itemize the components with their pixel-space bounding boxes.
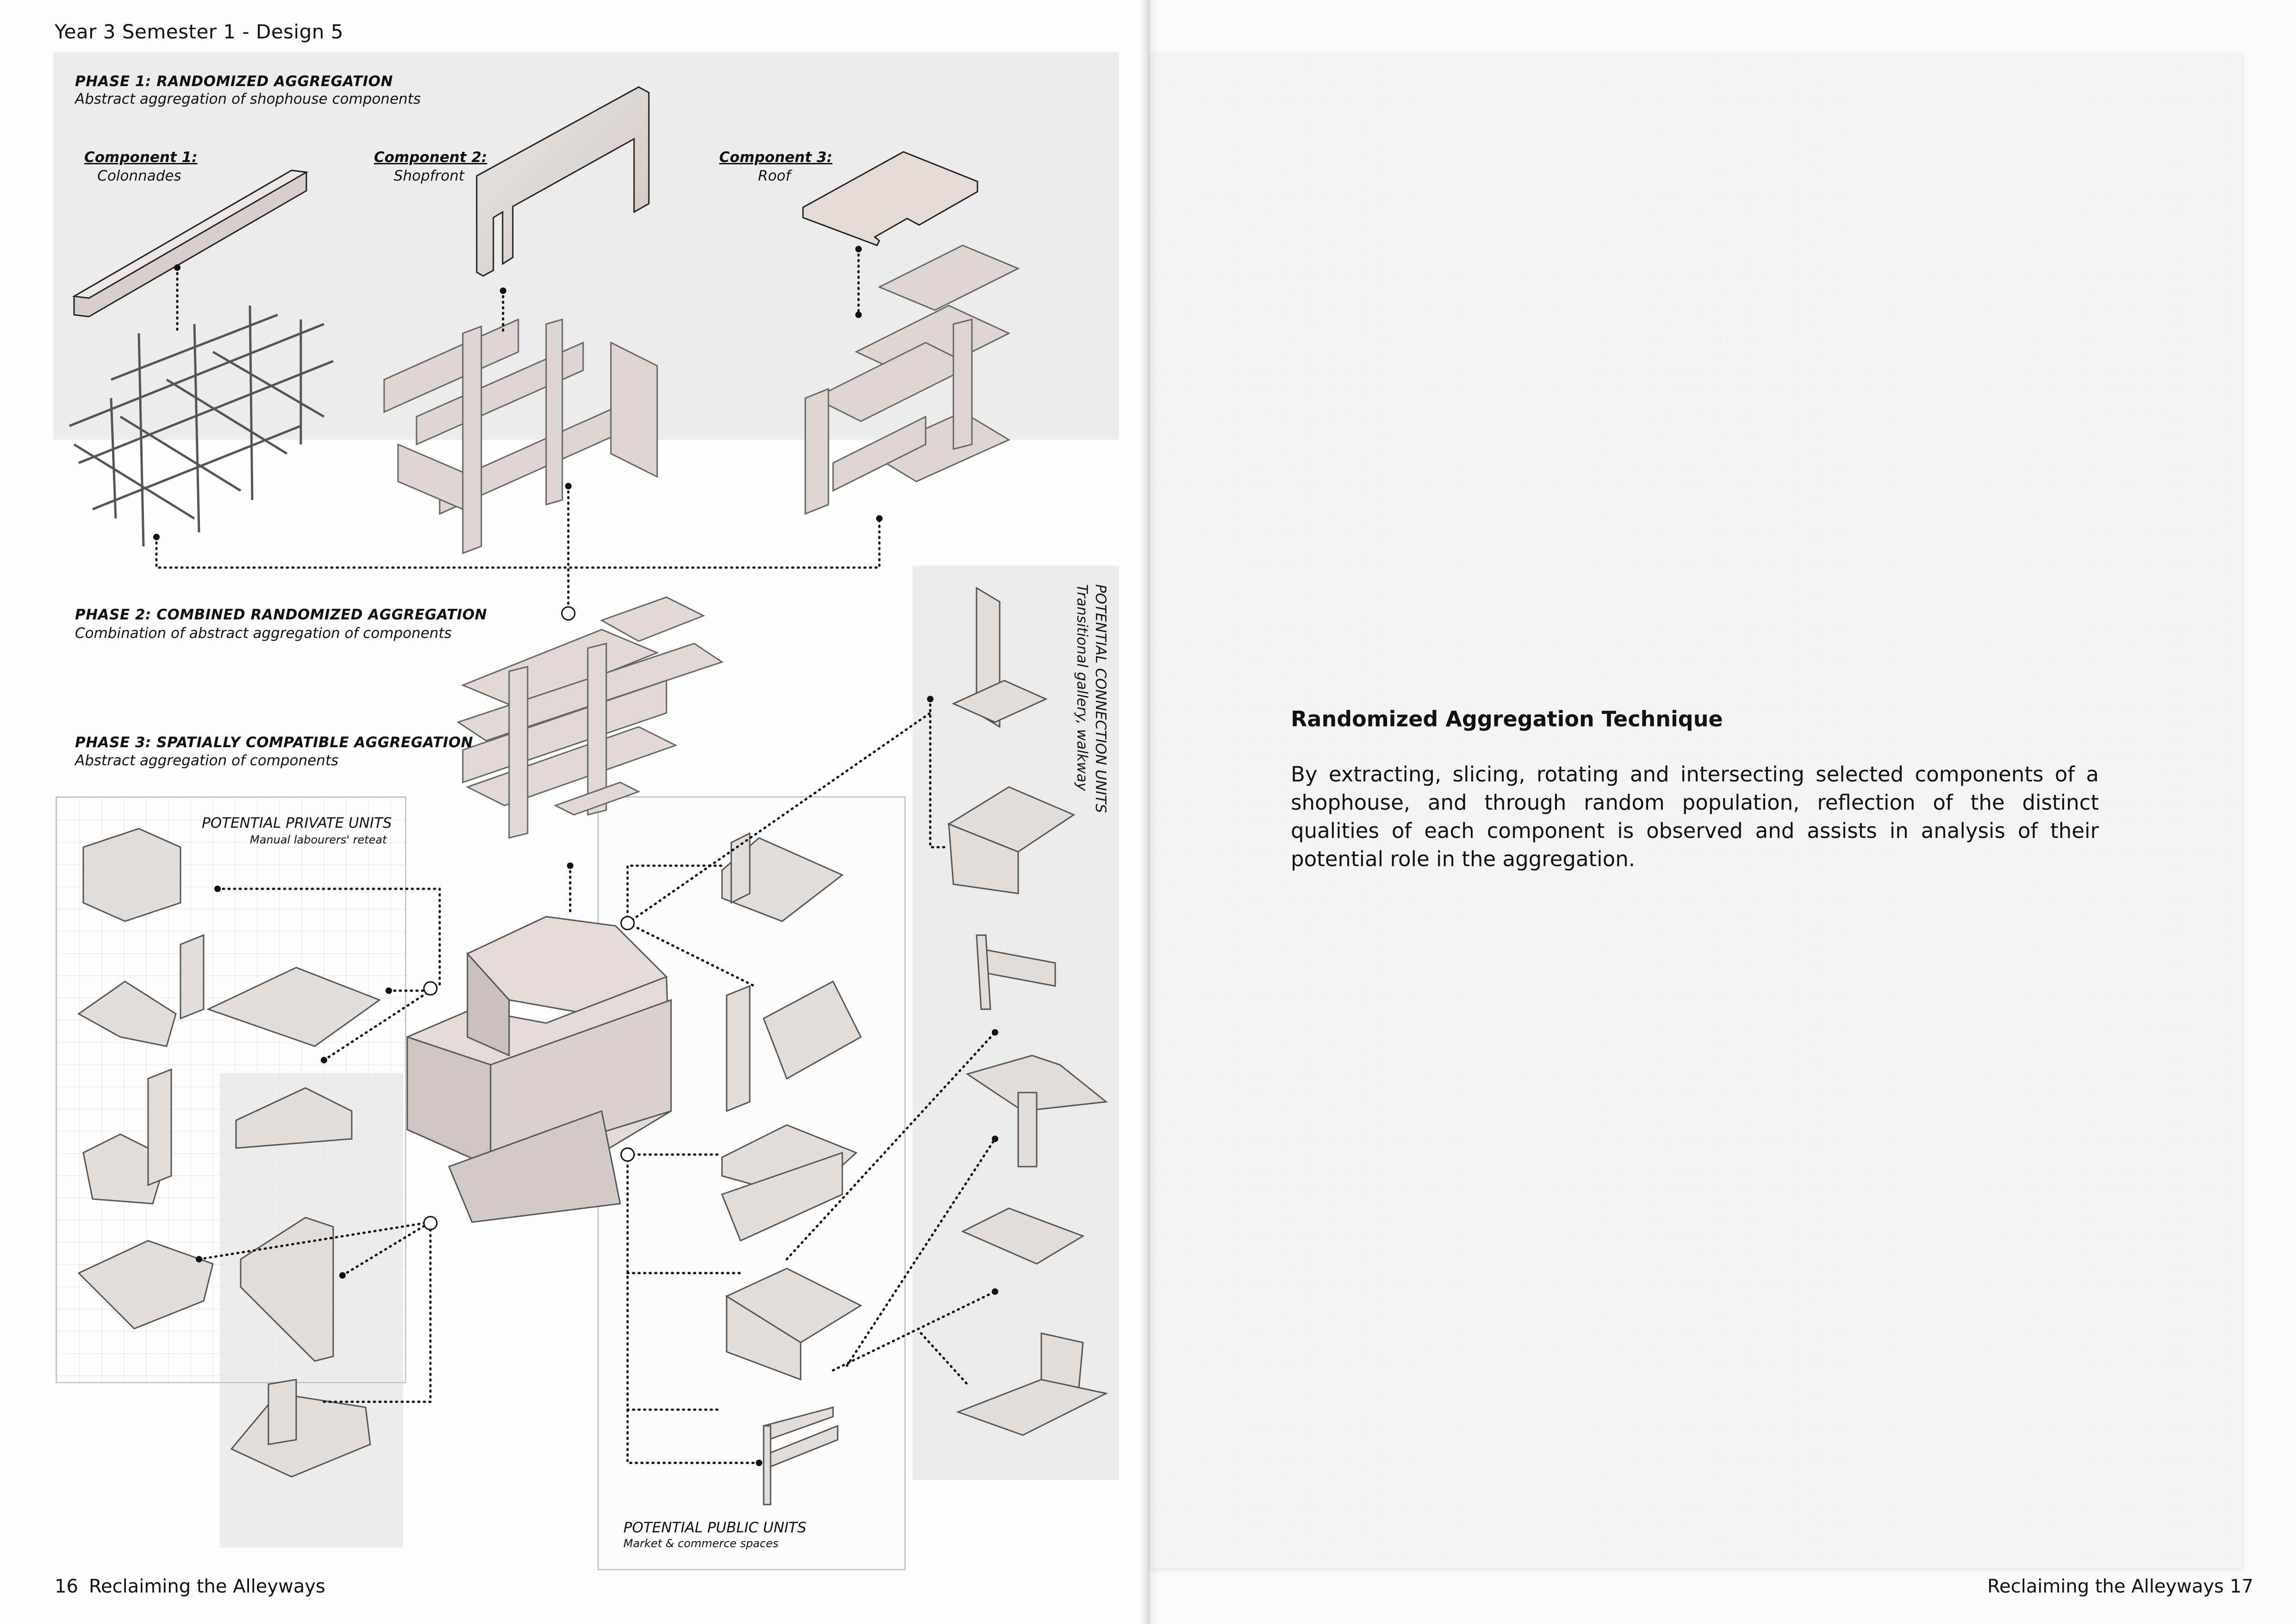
colonnade-aggregation bbox=[69, 305, 334, 547]
component2-name: Shopfront bbox=[393, 168, 465, 184]
phase2-title: PHASE 2: COMBINED RANDOMIZED AGGREGATION bbox=[75, 606, 487, 623]
phase3-title: PHASE 3: SPATIALLY COMPATIBLE AGGREGATIO… bbox=[75, 734, 473, 751]
article-body: By extracting, slicing, rotating and int… bbox=[1291, 762, 2099, 871]
connection-units-band bbox=[913, 566, 1119, 1480]
combined-aggregation bbox=[456, 596, 724, 839]
paper-panel bbox=[1151, 55, 2242, 1568]
shopfront-aggregation bbox=[383, 318, 658, 555]
aggregation-diagram bbox=[69, 86, 1108, 1505]
private-units-title: POTENTIAL PRIVATE UNITS bbox=[202, 815, 392, 831]
public-unit-models bbox=[721, 832, 863, 1505]
junction-circles bbox=[423, 606, 635, 1230]
connection-unit-models bbox=[947, 587, 1108, 1436]
left-running-title: Reclaiming the Alleyways bbox=[89, 1576, 325, 1597]
central-aggregation bbox=[406, 916, 672, 1223]
component1-title: Component 1: bbox=[84, 149, 198, 166]
component2-title: Component 2: bbox=[374, 149, 487, 166]
connection-units-title: POTENTIAL CONNECTION UNITS bbox=[1092, 584, 1109, 813]
public-units-title: POTENTIAL PUBLIC UNITS bbox=[623, 1519, 807, 1536]
roof-aggregation bbox=[804, 244, 1020, 515]
right-running-title: Reclaiming the Alleyways bbox=[1987, 1576, 2224, 1597]
left-page-number: 16 bbox=[55, 1576, 78, 1597]
shopfront-component bbox=[476, 86, 650, 277]
component3-title: Component 3: bbox=[719, 149, 833, 166]
phase1-subtitle: Abstract aggregation of shophouse compon… bbox=[75, 91, 421, 107]
leader-lines bbox=[155, 248, 996, 1464]
phase3-subtitle: Abstract aggregation of components bbox=[75, 752, 339, 769]
course-header: Year 3 Semester 1 - Design 5 bbox=[55, 20, 344, 43]
book-spine-shadow bbox=[1139, 0, 1158, 1624]
leader-nodes bbox=[153, 246, 998, 1466]
phase1-title: PHASE 1: RANDOMIZED AGGREGATION bbox=[75, 73, 393, 90]
component1-name: Colonnades bbox=[97, 168, 181, 184]
connection-units-subtitle: Transitional gallery, walkway bbox=[1074, 584, 1090, 791]
right-page-number: 17 bbox=[2230, 1576, 2253, 1597]
article-title: Randomized Aggregation Technique bbox=[1291, 706, 1723, 731]
private-units-subtitle: Manual labourers' reteat bbox=[250, 833, 387, 846]
colonnade-component bbox=[72, 169, 309, 318]
component3-name: Roof bbox=[758, 168, 791, 184]
public-units-subtitle: Market & commerce spaces bbox=[623, 1537, 779, 1550]
roof-component bbox=[802, 151, 978, 246]
left-page: Year 3 Semester 1 - Design 5 PHASE 1: RA… bbox=[0, 0, 1148, 1624]
private-unit-models bbox=[77, 828, 381, 1478]
phase2-subtitle: Combination of abstract aggregation of c… bbox=[75, 625, 452, 642]
